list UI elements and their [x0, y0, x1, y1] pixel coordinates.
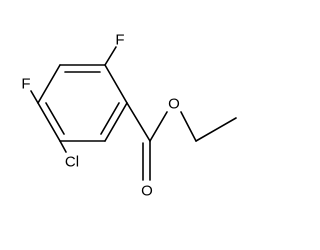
bond-ring-to-fluorine-left: [30, 90, 39, 104]
atom-label-ester-oxygen: O: [168, 96, 180, 113]
bond-ring-to-carbonyl-carbon: [126, 102, 151, 142]
bond-ch2-to-ch3: [195, 117, 237, 142]
benzene-ring: [37, 64, 128, 142]
chemical-structure: F F Cl O O: [21, 32, 237, 200]
ring-inner-double-bond-right: [100, 102, 120, 135]
bond-carbonyl-to-ester-oxygen: [149, 111, 168, 142]
bond-ring-to-chlorine: [59, 140, 67, 153]
bond-ester-oxygen-to-ch2: [180, 111, 197, 142]
ring-inner-double-bond-left: [45, 102, 65, 135]
atom-label-fluorine-top: F: [115, 32, 124, 49]
substituent-bonds: [30, 46, 237, 181]
atom-label-chlorine: Cl: [65, 154, 79, 171]
ring-bond-c5-c6: [104, 102, 128, 142]
atom-labels: F F Cl O O: [21, 32, 179, 200]
atom-label-carbonyl-oxygen: O: [141, 183, 153, 200]
bond-ring-to-fluorine-top: [104, 46, 117, 66]
atom-label-fluorine-left: F: [21, 76, 30, 93]
ring-bond-c3-c4: [37, 102, 61, 142]
ring-bond-c2-c3: [37, 64, 61, 104]
ring-bond-c6-c1: [104, 64, 128, 104]
